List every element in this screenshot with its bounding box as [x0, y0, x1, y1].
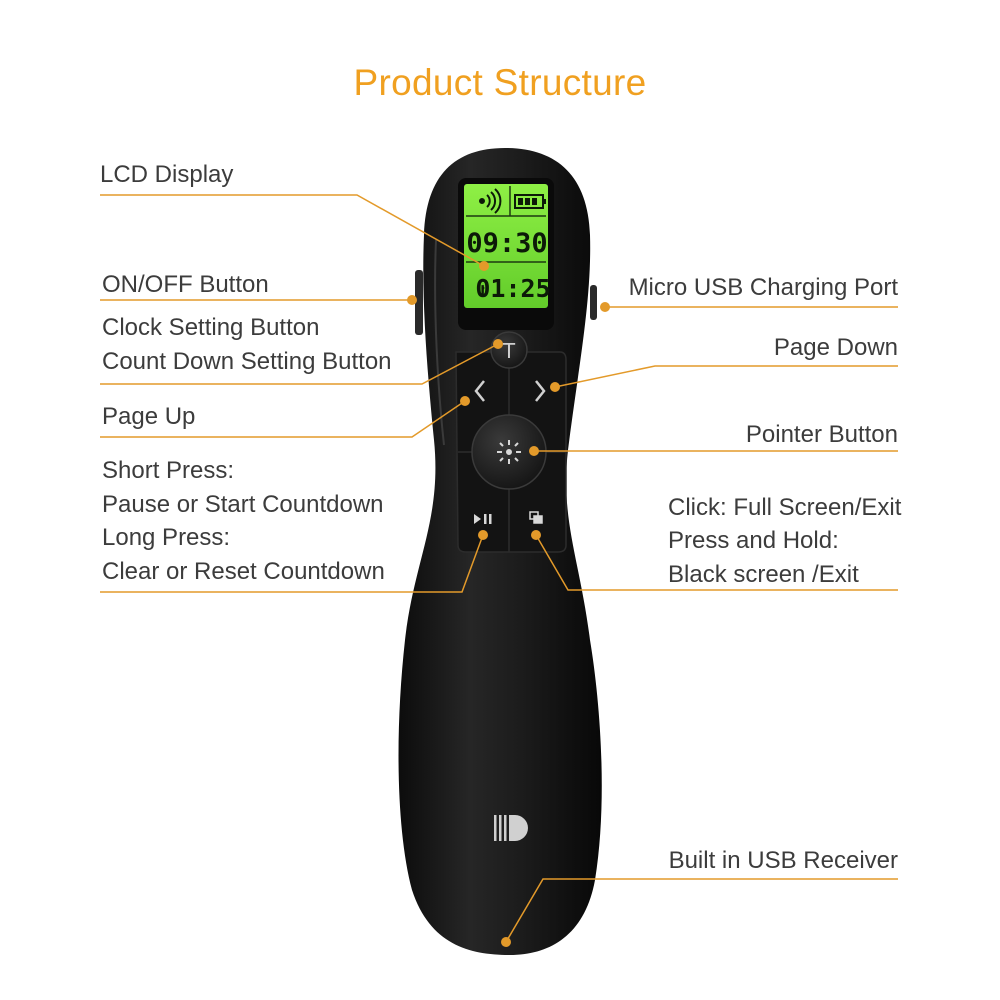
signal-icon: [479, 188, 502, 214]
label-clock-setting: Clock Setting Button: [102, 314, 320, 341]
t-icon: T: [502, 339, 516, 363]
lcd-screen: [464, 184, 548, 308]
label-page-up: Page Up: [102, 403, 196, 430]
page-title: Product Structure: [353, 62, 647, 103]
label-usb-receiver: Built in USB Receiver: [668, 847, 898, 874]
label-press-hold: Press and Hold:: [668, 527, 839, 554]
label-pointer-button: Pointer Button: [745, 421, 898, 448]
label-on-off-button: ON/OFF Button: [102, 271, 269, 298]
label-lcd-display: LCD Display: [100, 161, 234, 188]
arrow-down-icon: ↓: [476, 278, 489, 303]
leader-dots: [407, 261, 610, 947]
label-micro-usb: Micro USB Charging Port: [628, 274, 898, 301]
battery-icon: [514, 194, 546, 209]
label-click-full-screen: Click: Full Screen/Exit: [668, 494, 902, 521]
play-pause-button[interactable]: [474, 514, 492, 524]
label-page-down: Page Down: [773, 334, 898, 361]
label-clear-reset: Clear or Reset Countdown: [102, 558, 385, 585]
on-off-button[interactable]: [415, 270, 423, 335]
page-up-button[interactable]: [474, 380, 485, 402]
laser-icon: [497, 440, 521, 464]
lcd-countdown: 01:25: [475, 274, 550, 303]
brand-logo: [494, 815, 528, 841]
label-black-screen: Black screen /Exit: [668, 561, 859, 588]
label-pause-start: Pause or Start Countdown: [102, 491, 384, 518]
leader-lines: [100, 194, 898, 943]
label-countdown-setting: Count Down Setting Button: [102, 348, 392, 375]
label-long-press: Long Press:: [102, 524, 231, 551]
micro-usb-port: [590, 285, 597, 320]
screen-toggle-button[interactable]: [529, 511, 543, 524]
page-down-button[interactable]: [535, 380, 546, 402]
label-short-press: Short Press:: [102, 457, 235, 484]
lcd-clock: 09:30: [466, 228, 547, 259]
